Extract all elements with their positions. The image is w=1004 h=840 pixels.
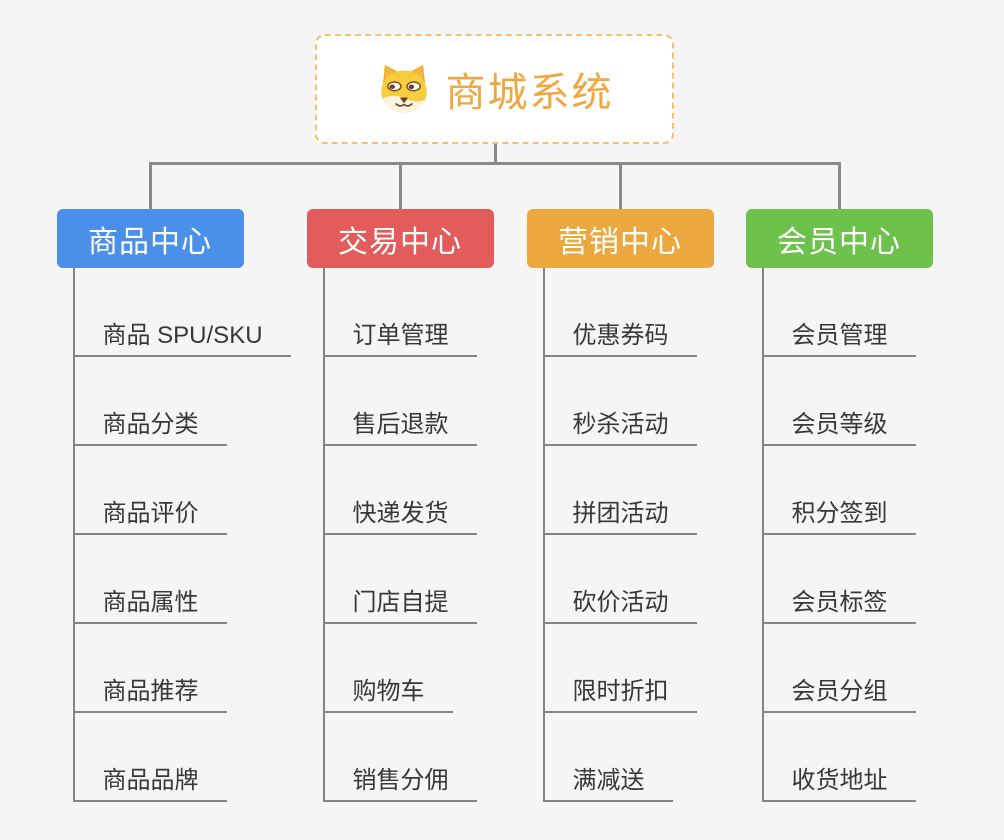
child-node[interactable]: 积分签到 xyxy=(761,497,916,535)
branch-header[interactable]: 会员中心 xyxy=(745,209,933,268)
root-title: 商城系统 xyxy=(445,71,614,115)
child-node[interactable]: 购物车 xyxy=(322,675,453,713)
branch-drop-line xyxy=(148,162,152,209)
root-connector-line xyxy=(493,142,497,165)
child-node[interactable]: 商品 SPU/SKU xyxy=(72,319,291,357)
child-node[interactable]: 商品品牌 xyxy=(72,764,227,802)
branch-rail-line xyxy=(148,162,841,165)
branch-drop-line xyxy=(837,162,841,209)
dog-face-icon xyxy=(380,65,427,113)
branch-header[interactable]: 营销中心 xyxy=(526,209,714,268)
root-node[interactable]: 商城系统 xyxy=(315,34,674,144)
child-node[interactable]: 拼团活动 xyxy=(542,497,697,535)
child-node[interactable]: 订单管理 xyxy=(322,319,477,357)
child-node[interactable]: 商品属性 xyxy=(72,586,227,624)
branch-header-label: 交易中心 xyxy=(338,225,462,259)
child-node[interactable]: 优惠券码 xyxy=(542,319,697,357)
branch-spine-line xyxy=(72,268,75,802)
child-node[interactable]: 会员管理 xyxy=(761,319,916,357)
child-node[interactable]: 砍价活动 xyxy=(542,586,697,624)
branch-spine-line xyxy=(761,268,764,802)
branch-header[interactable]: 交易中心 xyxy=(306,209,494,268)
child-node[interactable]: 销售分佣 xyxy=(322,764,477,802)
branch-spine-line xyxy=(542,268,545,802)
child-node[interactable]: 商品分类 xyxy=(72,408,227,446)
child-node[interactable]: 快递发货 xyxy=(322,497,477,535)
child-node[interactable]: 满减送 xyxy=(542,764,673,802)
branch-header-label: 商品中心 xyxy=(88,225,212,259)
child-node[interactable]: 秒杀活动 xyxy=(542,408,697,446)
branch-drop-line xyxy=(398,162,402,209)
child-node[interactable]: 收货地址 xyxy=(761,764,916,802)
child-node[interactable]: 会员等级 xyxy=(761,408,916,446)
child-node[interactable]: 商品推荐 xyxy=(72,675,227,713)
child-node[interactable]: 限时折扣 xyxy=(542,675,697,713)
child-node[interactable]: 会员分组 xyxy=(761,675,916,713)
branch-header-label: 会员中心 xyxy=(777,225,901,259)
child-node[interactable]: 门店自提 xyxy=(322,586,477,624)
branch-drop-line xyxy=(618,162,622,209)
child-node[interactable]: 会员标签 xyxy=(761,586,916,624)
child-node[interactable]: 售后退款 xyxy=(322,408,477,446)
branch-header-label: 营销中心 xyxy=(558,225,682,259)
child-node[interactable]: 商品评价 xyxy=(72,497,227,535)
branch-header[interactable]: 商品中心 xyxy=(56,209,244,268)
branch-spine-line xyxy=(322,268,325,802)
